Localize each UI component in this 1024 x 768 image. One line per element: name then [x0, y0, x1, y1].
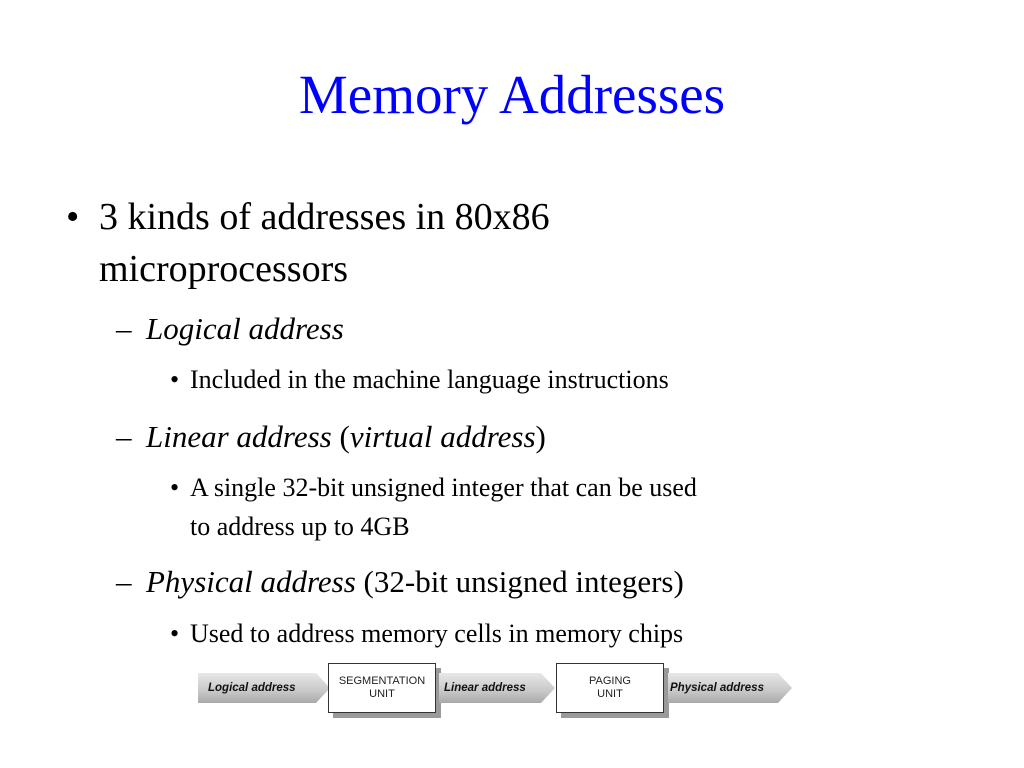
linear-address-label: Linear address	[146, 419, 332, 454]
physical-address-label: Physical address	[146, 564, 356, 599]
bullet-icon: •	[170, 365, 180, 394]
physical-address-detail: Used to address memory cells in memory c…	[190, 619, 684, 648]
physical-address-item: Physical address (32-bit unsigned intege…	[146, 562, 684, 602]
logical-address-detail: Included in the machine language instruc…	[190, 365, 669, 394]
linear-address-item: Linear address (virtual address)	[146, 417, 546, 457]
dash-icon: –	[116, 419, 132, 454]
segmentation-unit-line1: SEGMENTATION	[338, 675, 426, 687]
linear-address-detail-line2: to address up to 4GB	[190, 512, 410, 541]
segmentation-unit-box: SEGMENTATION UNIT	[328, 663, 436, 713]
diagram-logical-label: Logical address	[208, 682, 296, 694]
physical-address-suffix: (32-bit unsigned integers)	[355, 564, 684, 599]
open-paren: (	[331, 419, 350, 454]
dash-icon: –	[116, 564, 132, 599]
physical-address-arrow	[668, 673, 792, 703]
bullet-text-line1: 3 kinds of addresses in 80x86	[99, 196, 550, 238]
paging-unit-line2: UNIT	[597, 688, 623, 700]
bullet-text-line2: microprocessors	[99, 248, 349, 290]
linear-address-arrow	[439, 673, 555, 703]
slide-title: Memory Addresses	[298, 64, 726, 125]
logical-address-label: Logical address	[146, 311, 344, 346]
segmentation-unit-line2: UNIT	[369, 688, 395, 700]
diagram-physical-label: Physical address	[670, 682, 764, 694]
diagram-linear-label: Linear address	[444, 682, 526, 694]
bullet-icon: •	[170, 619, 180, 648]
paging-unit-line1: PAGING	[589, 675, 631, 687]
close-paren: )	[535, 419, 546, 454]
address-translation-diagram: Logical address SEGMENTATION UNIT Linear…	[198, 660, 798, 720]
logical-address-arrow	[198, 673, 330, 703]
bullet-icon: •	[66, 196, 80, 238]
bullet-icon: •	[170, 473, 180, 502]
logical-address-item: Logical address	[146, 309, 344, 349]
virtual-address-label: virtual address	[349, 419, 536, 454]
linear-address-detail-line1: A single 32-bit unsigned integer that ca…	[190, 473, 697, 502]
dash-icon: –	[116, 311, 132, 346]
paging-unit-box: PAGING UNIT	[556, 663, 664, 713]
